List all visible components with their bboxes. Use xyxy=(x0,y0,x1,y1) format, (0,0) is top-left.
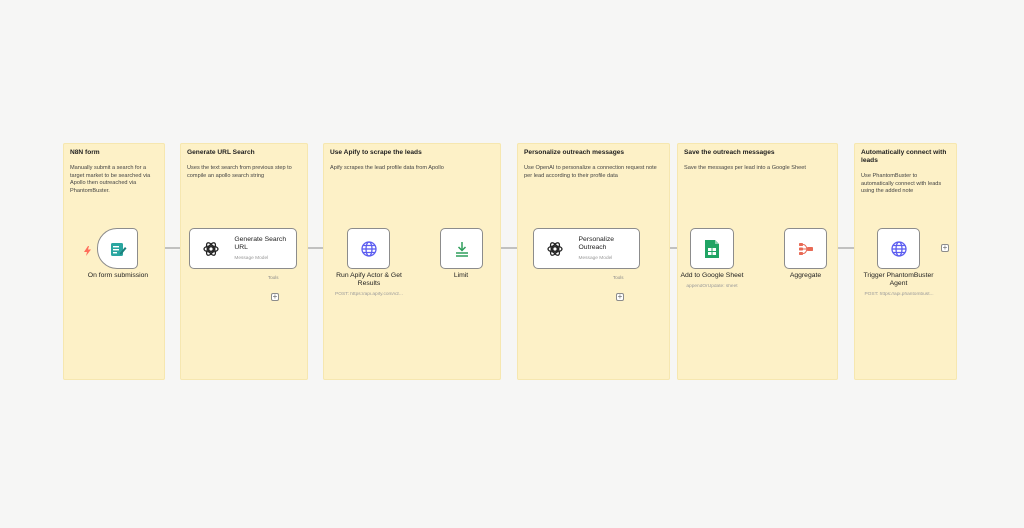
node-label: Trigger PhantomBuster Agent xyxy=(863,272,934,287)
sticky-body: Manually submit a search for a target ma… xyxy=(70,165,151,194)
limit-icon xyxy=(452,239,472,259)
node-label: Add to Google Sheet xyxy=(680,272,744,279)
node-sublabel: POST: https://api.apify.com/v2... xyxy=(335,292,403,297)
node-title: Personalize Outreach xyxy=(578,236,615,251)
trigger-bolt-icon xyxy=(84,243,91,261)
sticky-title: Save the outreach messages xyxy=(684,149,775,156)
globe-icon xyxy=(359,239,379,259)
form-icon xyxy=(108,239,128,259)
openai-icon xyxy=(202,239,220,259)
sticky-body: Use PhantomBuster to automatically conne… xyxy=(861,173,942,195)
sticky-title: Personalize outreach messages xyxy=(524,149,625,156)
add-tool-button[interactable]: + xyxy=(616,292,624,301)
sticky-title: Automatically connect with leads xyxy=(861,149,947,164)
sticky-body: Apify scrapes the lead profile data from… xyxy=(330,165,444,171)
node-trigger-phantombuster[interactable] xyxy=(877,228,920,269)
google-sheets-icon xyxy=(702,239,722,259)
node-limit[interactable] xyxy=(440,228,483,269)
sticky-title: N8N form xyxy=(70,149,100,156)
node-sublabel: POST: https://api.phantombust... xyxy=(864,292,934,297)
add-tool-button[interactable]: + xyxy=(271,292,279,301)
sticky-body: Uses the text search from previous step … xyxy=(187,165,292,179)
aggregate-icon xyxy=(796,239,816,259)
globe-icon xyxy=(889,239,909,259)
node-subtitle: Message Model xyxy=(578,256,613,261)
sticky-body: Use OpenAI to personalize a connection r… xyxy=(524,165,657,179)
add-node-button[interactable]: + xyxy=(941,243,949,252)
node-title: Generate Search URL xyxy=(234,236,287,251)
openai-icon xyxy=(546,239,565,259)
sticky-title: Use Apify to scrape the leads xyxy=(330,149,422,156)
node-add-to-google-sheet[interactable] xyxy=(690,228,734,269)
node-label: Limit xyxy=(453,272,469,279)
node-label: On form submission xyxy=(87,272,149,279)
sticky-note-phantom[interactable]: Automatically connect with leads Use Pha… xyxy=(854,143,957,380)
node-generate-search-url[interactable]: Generate Search URL Message Model xyxy=(189,228,297,269)
tools-label: Tools xyxy=(268,275,279,280)
sticky-title: Generate URL Search xyxy=(187,149,255,156)
node-label: Run Apify Actor & Get Results xyxy=(336,272,402,287)
node-sublabel: appendOrUpdate: sheet xyxy=(686,284,738,289)
node-subtitle: Message Model xyxy=(234,256,269,261)
sticky-body: Save the messages per lead into a Google… xyxy=(684,165,806,171)
node-form-trigger[interactable] xyxy=(97,228,138,269)
node-run-apify[interactable] xyxy=(347,228,390,269)
node-personalize-outreach[interactable]: Personalize Outreach Message Model xyxy=(533,228,640,269)
tools-label: Tools xyxy=(613,275,624,280)
node-aggregate[interactable] xyxy=(784,228,827,269)
node-label: Aggregate xyxy=(789,272,822,279)
